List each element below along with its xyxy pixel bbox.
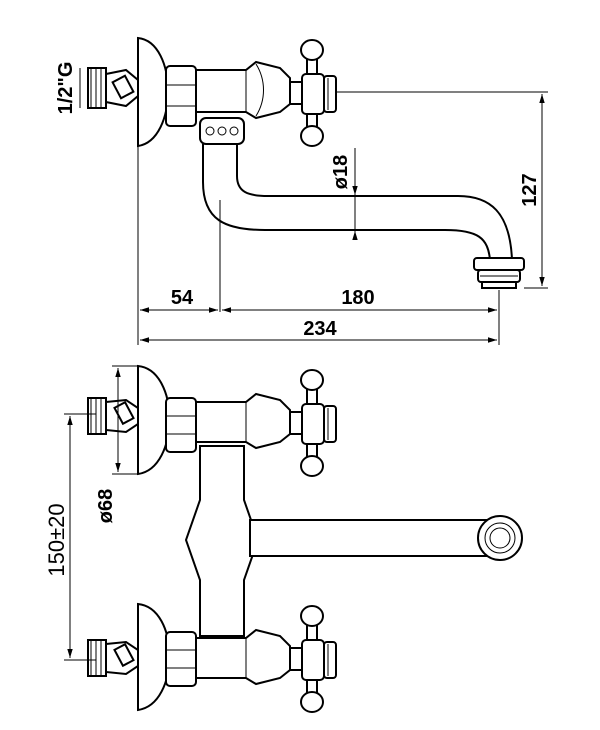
bottom-cross-handle: [289, 605, 337, 713]
bottom-wall-flange: [137, 602, 171, 712]
dim-thread: 1/2"G: [55, 62, 77, 115]
swivel-collar: [199, 117, 245, 145]
top-thread-connector: [87, 397, 139, 435]
dim-pipe-diameter: ø18: [330, 155, 352, 189]
cross-handle: [289, 39, 337, 147]
spout-pipe: [202, 144, 491, 261]
dim-height: 127: [519, 173, 541, 206]
thread-connector: [87, 67, 139, 109]
top-wall-flange: [137, 364, 171, 476]
hex-nut: [165, 65, 197, 127]
valve-body: [195, 60, 291, 120]
dim-offset: 54: [171, 287, 194, 309]
bottom-thread-connector: [87, 639, 139, 677]
top-cross-handle: [289, 369, 337, 477]
dim-spout-length: 180: [341, 287, 374, 309]
spout-tip-rings: [477, 515, 523, 561]
side-view: 1/2"G ø18 127 54 180 234: [55, 36, 548, 345]
mixer-body: [184, 445, 260, 637]
dim-total-length: 234: [303, 318, 337, 340]
dim-center-distance: 150±20: [44, 503, 69, 576]
front-view: ø68 150±20: [44, 364, 523, 713]
aerator: [473, 257, 525, 289]
dim-flange-diameter: ø68: [95, 489, 117, 523]
front-spout: [249, 519, 491, 557]
wall-flange: [137, 36, 169, 148]
